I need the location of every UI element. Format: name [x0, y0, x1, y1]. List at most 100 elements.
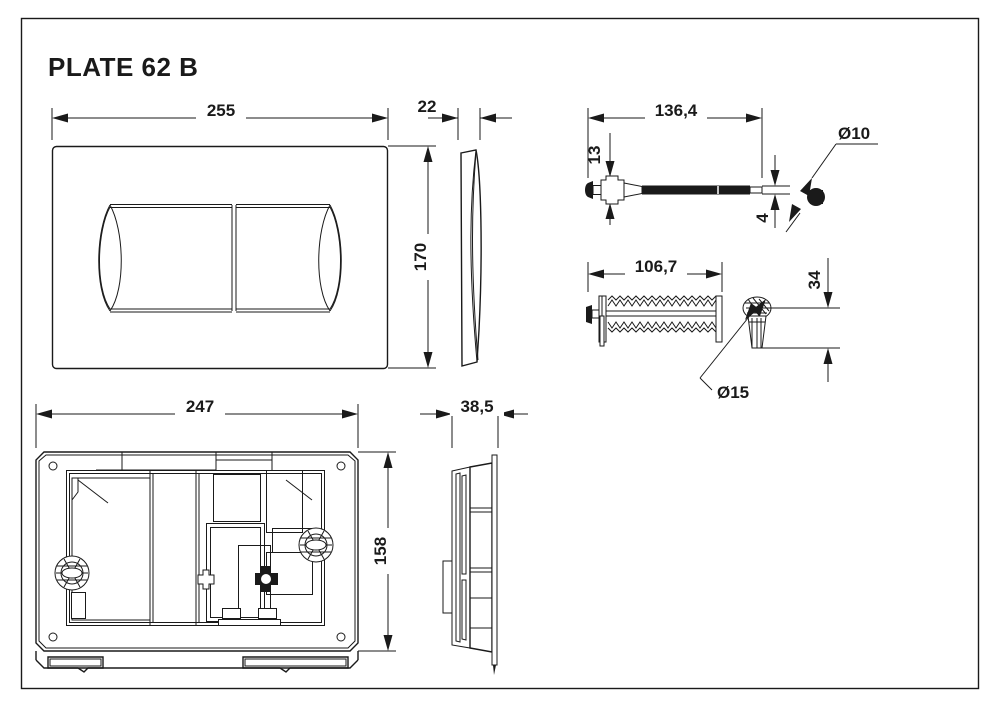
spring-rod-neck	[591, 309, 600, 319]
frame-outer-outline	[35, 451, 359, 652]
adjustment-wheel-right[interactable]	[298, 527, 334, 563]
button-lens-arc	[99, 206, 111, 310]
spring-coil-top-2	[607, 299, 717, 307]
left-small-slot	[71, 592, 86, 619]
rod-threaded-shaft	[642, 186, 750, 194]
frame-side-front	[451, 466, 471, 649]
dim-text-bg	[625, 256, 687, 276]
front-elevation-view: 255	[51, 100, 438, 370]
leader-line	[811, 143, 837, 179]
dim-text-bg	[645, 100, 707, 120]
dim-label-38-5: 38,5	[460, 397, 493, 416]
button-lens-arc	[329, 204, 342, 312]
mounting-hole	[48, 461, 58, 471]
cross-clip-left	[197, 569, 215, 590]
arrowhead	[442, 113, 458, 123]
cross-clip-shape	[197, 569, 215, 590]
frame-side-left-tab	[442, 560, 453, 614]
cross-clip-center	[261, 574, 271, 584]
arrowhead	[383, 452, 393, 468]
frame-side-front-rib	[455, 472, 461, 643]
spring-inner-rod	[605, 310, 719, 317]
spring-rod-head	[586, 305, 592, 324]
dim-label-247: 247	[186, 397, 214, 416]
arrowhead	[480, 113, 496, 123]
bottom-tab	[258, 608, 277, 619]
arrowhead	[746, 113, 762, 123]
dim-label-d15: Ø15	[717, 383, 749, 402]
push-rod-detail-view: 136,4 13 4	[585, 100, 790, 228]
frame-side-body	[469, 462, 493, 653]
arrowhead	[745, 303, 759, 320]
page-title: PLATE 62 B	[48, 52, 198, 82]
dim-label-34: 34	[805, 270, 824, 289]
arrowhead	[605, 161, 615, 177]
mounting-hole	[48, 632, 58, 642]
frame-side-slot	[461, 579, 467, 641]
rear-view: 247	[35, 396, 398, 673]
dim-label-22: 22	[418, 97, 437, 116]
adjustment-wheel-left[interactable]	[54, 555, 90, 591]
frame-side-elevation-view: 38,5	[420, 396, 528, 675]
bottom-foot-right-inner	[244, 658, 347, 667]
dim-label-136-4: 136,4	[655, 101, 698, 120]
side-elevation-view: 22	[418, 97, 512, 367]
plate-side-inner-curve	[470, 149, 478, 363]
button-lens-arc	[109, 204, 122, 312]
spring-rod-endplate	[715, 295, 723, 343]
frame-side-rear-rail	[491, 454, 498, 666]
arrowhead	[706, 269, 722, 279]
arrowhead	[823, 292, 833, 308]
mounting-hole	[336, 461, 346, 471]
arrowhead	[36, 409, 52, 419]
arrowhead	[372, 113, 388, 123]
knob-detail-view: Ø15 34	[699, 258, 840, 402]
spring-rod-detail-view: 106,7	[586, 256, 723, 347]
dim-label-158: 158	[371, 537, 390, 565]
arrowhead	[423, 352, 433, 368]
rod-collar	[600, 175, 625, 205]
flush-button-left[interactable]	[98, 204, 233, 313]
frame-bottom-rail	[35, 659, 359, 669]
cross-clip-right	[255, 566, 278, 592]
pin-body	[810, 190, 823, 204]
bottom-strip	[218, 619, 281, 626]
arrowhead	[342, 409, 358, 419]
plate-side-profile	[460, 149, 482, 367]
arrowhead	[770, 170, 780, 186]
rod-head	[585, 181, 593, 199]
right-upper-box	[266, 470, 303, 533]
bottom-tab	[222, 608, 241, 619]
dim-label-106-7: 106,7	[635, 257, 678, 276]
rod-neck	[592, 185, 602, 195]
wheel-slot	[61, 567, 83, 579]
dim-label-4: 4	[753, 213, 772, 223]
rod-tip	[749, 186, 763, 194]
dim-text-bg	[196, 100, 246, 120]
sheet-border	[20, 17, 980, 690]
arrowhead	[498, 409, 514, 419]
dim-label-170: 170	[411, 243, 430, 271]
arrowhead	[383, 635, 393, 651]
center-upper-box	[213, 474, 261, 522]
dim-line-d10	[785, 212, 801, 233]
button-lens-arc	[318, 204, 331, 312]
leader-line-d15-tail	[699, 377, 713, 391]
arrowhead	[423, 146, 433, 162]
spring-coil-top	[607, 295, 717, 301]
frame-outer-inner	[38, 454, 356, 649]
mounting-hole	[336, 632, 346, 642]
arrowhead	[823, 348, 833, 364]
dim-label-d10: Ø10	[838, 124, 870, 143]
flush-button-right[interactable]	[235, 204, 342, 313]
knob-body-ribs	[751, 318, 762, 348]
dim-label-13: 13	[585, 146, 604, 165]
button-lens-arc	[329, 206, 341, 310]
arrowhead	[588, 113, 604, 123]
plate-outline	[51, 145, 389, 370]
wheel-slot	[305, 539, 327, 551]
bottom-foot-left-inner	[49, 658, 102, 667]
frame-side-slot	[461, 474, 467, 575]
dim-text-bg	[416, 234, 438, 280]
